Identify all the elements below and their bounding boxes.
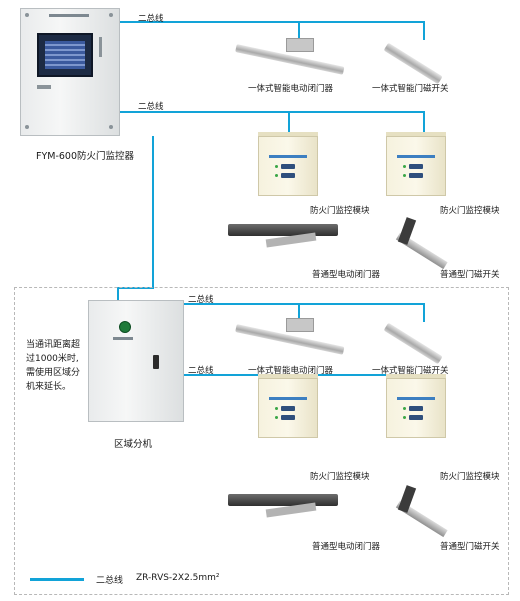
module-label-1: 防火门监控模块: [310, 206, 370, 216]
closer-label-2: 普通型电动闭门器: [312, 542, 381, 552]
legend-cable-spec: ZR-RVS-2X2.5mm²: [136, 573, 220, 583]
sub-unit-region: [14, 287, 509, 595]
legend-bus-line-icon: [30, 578, 84, 581]
legend-bus-label: 二总线: [96, 576, 124, 586]
sub-unit-label: 区域分机: [114, 439, 153, 450]
bus-label-1: 二总线: [138, 14, 164, 24]
controller-label: FYM-600防火门监控器: [36, 151, 135, 162]
smart-magnet-label-2: 一体式智能门磁开关: [372, 366, 449, 376]
sub-unit-note: 当通讯距离超 过1000米时, 需使用区域分 机来延长。: [26, 340, 81, 392]
closer-body-icon-2: [286, 318, 314, 332]
module-label-2: 防火门监控模块: [440, 206, 500, 216]
smart-magnet-label-1: 一体式智能门磁开关: [372, 84, 449, 94]
bus-label-2: 二总线: [138, 102, 164, 112]
bus-label-4: 二总线: [188, 366, 214, 376]
closer-body-icon: [286, 38, 314, 52]
smart-closer-label-2: 一体式智能电动闭门器: [248, 366, 334, 376]
electric-door-closer-icon-2: [228, 494, 338, 506]
module-label-3: 防火门监控模块: [310, 472, 370, 482]
magnet-label-1: 普通型门磁开关: [440, 270, 500, 280]
lock-handle-icon: [153, 355, 159, 369]
bus-wire-riser: [117, 136, 154, 300]
magnet-label-2: 普通型门磁开关: [440, 542, 500, 552]
bus-label-3: 二总线: [188, 295, 214, 305]
controller-screen: [37, 33, 93, 77]
monitor-module-4: [386, 374, 446, 438]
monitor-module-1: [258, 132, 318, 196]
bus-wire-low-1: [184, 303, 425, 322]
module-label-4: 防火门监控模块: [440, 472, 500, 482]
fym600-controller-cabinet: [20, 8, 120, 136]
bus-wire-top-1: [120, 21, 425, 40]
smart-closer-label-1: 一体式智能电动闭门器: [248, 84, 334, 94]
bus-wire-top-2: [120, 111, 425, 132]
closer-label-1: 普通型电动闭门器: [312, 270, 381, 280]
regional-sub-unit-cabinet: [88, 300, 184, 422]
monitor-module-3: [258, 374, 318, 438]
monitor-module-2: [386, 132, 446, 196]
power-indicator-icon: [119, 321, 131, 333]
